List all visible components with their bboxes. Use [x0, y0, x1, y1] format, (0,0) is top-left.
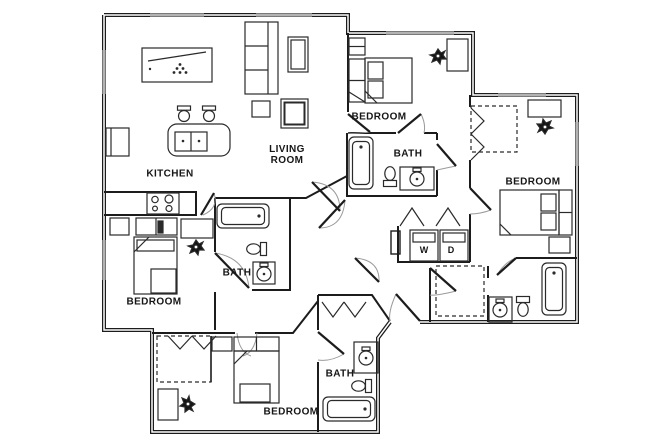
desk-chair [429, 48, 447, 65]
room-label-kitchen: KITCHEN [146, 168, 194, 180]
sink [409, 167, 425, 187]
sink-counter [353, 341, 379, 374]
room-label-bedroom-bottom: BEDROOM [263, 406, 319, 418]
laundry-bifold [399, 206, 461, 227]
sink [358, 346, 374, 366]
desk-chair [536, 118, 554, 135]
toilet [382, 166, 398, 188]
bed [133, 236, 178, 295]
shelf [211, 336, 233, 352]
closet-right-bifold [470, 107, 485, 161]
kitchen-island [167, 123, 231, 157]
stove [146, 192, 180, 215]
desk [446, 38, 469, 72]
closet-dashed [470, 105, 518, 153]
washer-label: W [419, 245, 429, 255]
windows [102, 13, 579, 280]
bar-stool [201, 105, 217, 123]
desk [157, 388, 179, 421]
room-label-bath-middle: BATH [222, 267, 252, 279]
washer [409, 229, 439, 262]
sink-counter [252, 261, 276, 285]
desk [527, 99, 562, 118]
exterior-wall-core [103, 14, 578, 433]
bathtub [322, 396, 376, 422]
room-label-bath-bottom: BATH [325, 368, 355, 380]
wardrobe [135, 217, 178, 236]
coffee-table [251, 100, 271, 118]
dryer [439, 229, 469, 262]
desk-chair [179, 395, 196, 413]
room-label-living-room: LIVING ROOM [269, 143, 305, 166]
nightstand [548, 236, 571, 254]
toilet [246, 241, 268, 257]
toilet [351, 378, 373, 394]
closet-bottom-bifold [167, 335, 217, 350]
desk [180, 218, 214, 239]
shelf [109, 217, 130, 236]
sofa [244, 21, 279, 95]
dryer-label: D [447, 245, 455, 255]
side-table [287, 36, 309, 73]
sink [492, 298, 508, 318]
room-label-bedroom-top-right: BEDROOM [351, 111, 407, 123]
closet-dashed [156, 335, 212, 383]
pool-balls-rack [148, 63, 188, 74]
bed [233, 336, 280, 404]
sink [256, 262, 272, 282]
shelf [348, 37, 366, 56]
desk-chair [187, 239, 205, 256]
tv-stand [280, 98, 309, 129]
sink-counter [488, 296, 513, 323]
bathtub [216, 203, 270, 229]
bed [348, 57, 413, 104]
room-label-bedroom-right: BEDROOM [505, 176, 561, 188]
room-label-bath-top-right: BATH [393, 148, 423, 160]
walkin-closet-dashed [435, 265, 485, 317]
sink-counter [399, 166, 435, 191]
room-label-bedroom-left: BEDROOM [126, 296, 182, 308]
bar-stool [176, 105, 192, 123]
linen-bottom-bifold [321, 301, 367, 319]
bathtub [348, 136, 374, 190]
bathtub [541, 262, 567, 316]
bed [499, 189, 573, 236]
pool-table [141, 47, 213, 83]
door-leaves [200, 113, 517, 355]
toilet [515, 295, 531, 317]
wall-shelf [105, 127, 130, 157]
